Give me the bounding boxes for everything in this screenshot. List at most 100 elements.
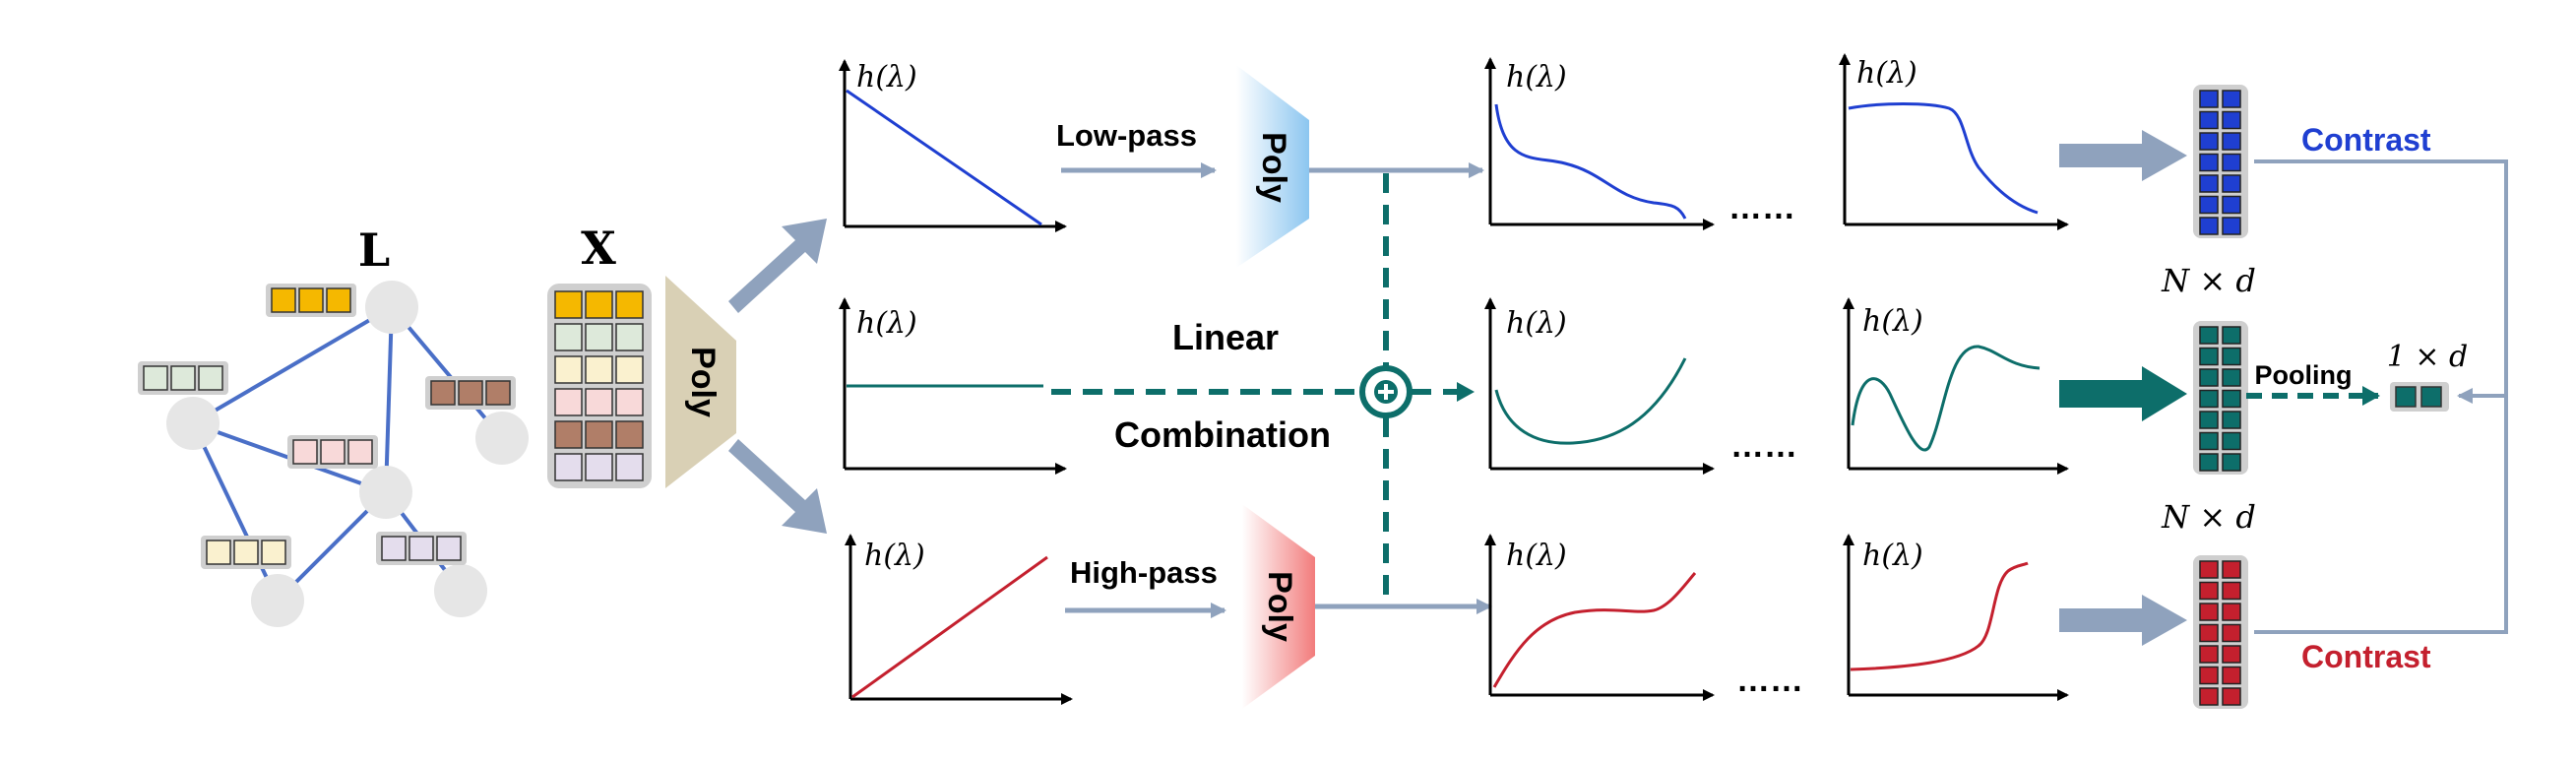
embedding-cell <box>2199 389 2219 409</box>
embedding-cell <box>2199 431 2219 451</box>
axis-label: h(λ) <box>864 539 925 573</box>
graph-node <box>475 412 529 465</box>
embedding-cell <box>2222 326 2241 345</box>
graph-node <box>359 466 412 519</box>
learned-combined-curve <box>1494 357 1687 445</box>
split-arrow-down <box>728 439 827 534</box>
final-lowpass-curve <box>1848 102 2039 215</box>
matrix-cell <box>554 290 583 319</box>
dim-label-top: N × d <box>2161 262 2256 299</box>
axis-label: h(λ) <box>856 60 917 95</box>
learned-highpass-curve <box>1492 572 1697 688</box>
pooling-label: Pooling <box>2255 360 2353 390</box>
axis-label: h(λ) <box>1506 539 1567 573</box>
embedding-matrix-bottom <box>2193 555 2248 709</box>
graph-edge <box>191 305 394 425</box>
poly-filter-bottom: Poly <box>1242 504 1315 709</box>
embedding-cell <box>2199 581 2219 601</box>
embedding-matrix-middle <box>2193 321 2248 475</box>
linear-combination-lines <box>1051 173 1475 603</box>
embedding-cell <box>2222 623 2241 643</box>
matrix-cell <box>615 355 644 384</box>
axis-label: h(λ) <box>1862 304 1923 339</box>
split-arrow-up <box>728 219 827 313</box>
matrix-cell <box>615 323 644 351</box>
graph-node <box>166 397 220 450</box>
final-highpass-curve <box>1850 561 2029 671</box>
graph-nodes <box>166 281 529 627</box>
node-feature-chip <box>425 376 516 410</box>
embed-arrow-middle <box>2059 366 2187 421</box>
axis-label: h(λ) <box>1506 60 1567 95</box>
embedding-cell <box>2222 687 2241 706</box>
embedding-cell <box>2222 666 2241 685</box>
ellipsis-middle: …… <box>1730 427 1797 465</box>
matrix-cell <box>554 420 583 449</box>
embedding-cell <box>2199 132 2219 151</box>
embedding-cell <box>2222 411 2241 429</box>
matrix-cell <box>585 388 613 416</box>
plot-highpass-initial: h(λ) <box>845 534 1073 705</box>
combination-label: Combination <box>1114 414 1331 455</box>
contrast-label-top: Contrast <box>2301 122 2431 158</box>
plot-combined-final: h(λ) <box>1843 297 2069 475</box>
embedding-cell <box>2199 623 2219 643</box>
axis-label: h(λ) <box>1506 306 1567 341</box>
matrix-cells <box>554 290 644 481</box>
embedding-cell <box>2222 174 2241 193</box>
pooled-embedding <box>2390 382 2449 412</box>
feature-matrix-label: X <box>581 222 616 275</box>
embedding-cell <box>2222 90 2241 108</box>
input-graph: L <box>138 223 529 627</box>
main-poly-filter: Poly <box>665 276 736 488</box>
embedding-cell <box>2199 174 2219 193</box>
poly-label: Poly <box>1261 571 1298 642</box>
poly-label: Poly <box>1255 132 1292 203</box>
matrix-cell <box>585 420 613 449</box>
embedding-cell <box>2199 560 2219 579</box>
plot-highpass-final: h(λ) <box>1843 534 2069 701</box>
sum-operator-icon <box>1359 365 1413 418</box>
dim-label-pooled: 1 × d <box>2387 340 2469 374</box>
embedding-cell <box>2199 687 2219 706</box>
matrix-cell <box>554 355 583 384</box>
lowpass-curve <box>846 89 1042 226</box>
ellipsis-top: …… <box>1728 189 1795 226</box>
dim-label-bottom: N × d <box>2161 498 2256 536</box>
embedding-cell <box>2222 603 2241 621</box>
contrast-label-bottom: Contrast <box>2301 639 2431 674</box>
feature-matrix: X <box>547 222 652 488</box>
plot-lowpass-learned: h(λ) <box>1484 57 1715 230</box>
embedding-cell <box>2199 453 2219 472</box>
embedding-cell <box>2199 411 2219 429</box>
embedding-cell <box>2222 389 2241 409</box>
embedding-cell <box>2199 666 2219 685</box>
embedding-cell <box>2222 132 2241 151</box>
lowpass-label: Low-pass <box>1056 118 1197 153</box>
embedding-cell <box>2222 453 2241 472</box>
axis-label: h(λ) <box>1862 539 1923 573</box>
embedding-cell <box>2199 90 2219 108</box>
embedding-cell <box>2222 153 2241 172</box>
highpass-curve <box>851 555 1048 699</box>
matrix-cell <box>615 453 644 481</box>
embedding-cell <box>2222 431 2241 451</box>
node-feature-chip <box>201 536 291 569</box>
embedding-cell <box>2199 326 2219 345</box>
embedding-cell <box>2222 368 2241 387</box>
matrix-cell <box>585 453 613 481</box>
embedding-cell <box>2222 581 2241 601</box>
contrast-connectors <box>2254 159 2508 634</box>
node-feature-chip <box>266 284 356 317</box>
embedding-cell <box>2199 110 2219 130</box>
embedding-cell <box>2199 368 2219 387</box>
matrix-cell <box>615 420 644 449</box>
embedding-cell <box>2199 603 2219 621</box>
embed-arrow-top <box>2059 130 2187 181</box>
embedding-cell <box>2199 153 2219 172</box>
embedding-cell <box>2222 195 2241 215</box>
matrix-cell <box>615 290 644 319</box>
embedding-cell <box>2199 217 2219 235</box>
matrix-cell <box>585 323 613 351</box>
